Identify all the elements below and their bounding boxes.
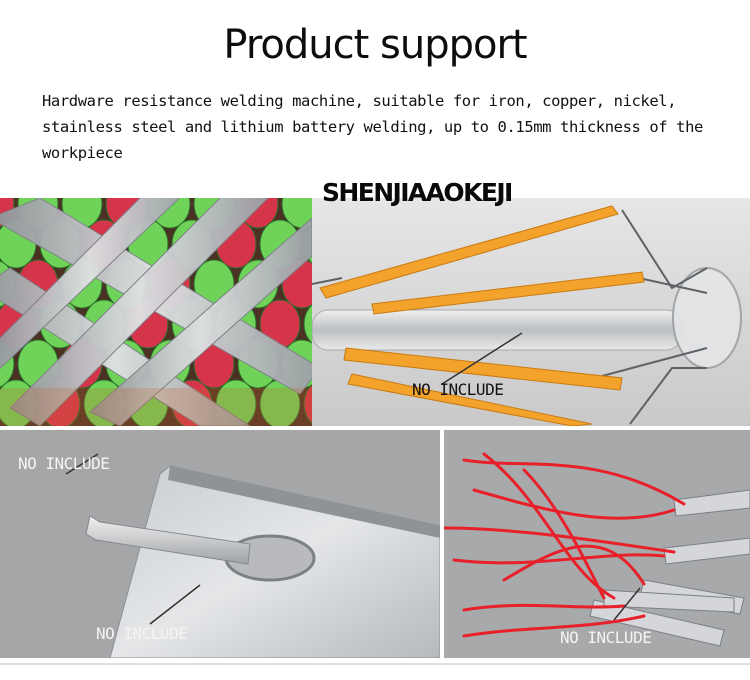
top-no-include-caption: NO INCLUDE: [18, 454, 110, 473]
battery-pack-photo: NO INCLUDE: [0, 198, 312, 426]
battery-cell: [303, 384, 312, 424]
battery-cell: [303, 304, 312, 344]
page-title: Product support: [223, 22, 527, 68]
filament-tube-photo: NO INCLUDE: [312, 198, 750, 426]
filament-no-include-caption: NO INCLUDE: [412, 380, 504, 399]
brand-watermark: SHENJIAAOKEJI: [322, 178, 513, 207]
metal-strip-photo: NO INCLUDE NO INCLUDE: [0, 430, 440, 658]
wires-no-include-caption: NO INCLUDE: [560, 628, 652, 647]
product-description: Hardware resistance welding machine, sui…: [42, 92, 703, 162]
bottom-divider: [0, 663, 750, 665]
red-wires-photo: NO INCLUDE: [444, 430, 750, 658]
strip-no-include-caption: NO INCLUDE: [96, 624, 188, 643]
